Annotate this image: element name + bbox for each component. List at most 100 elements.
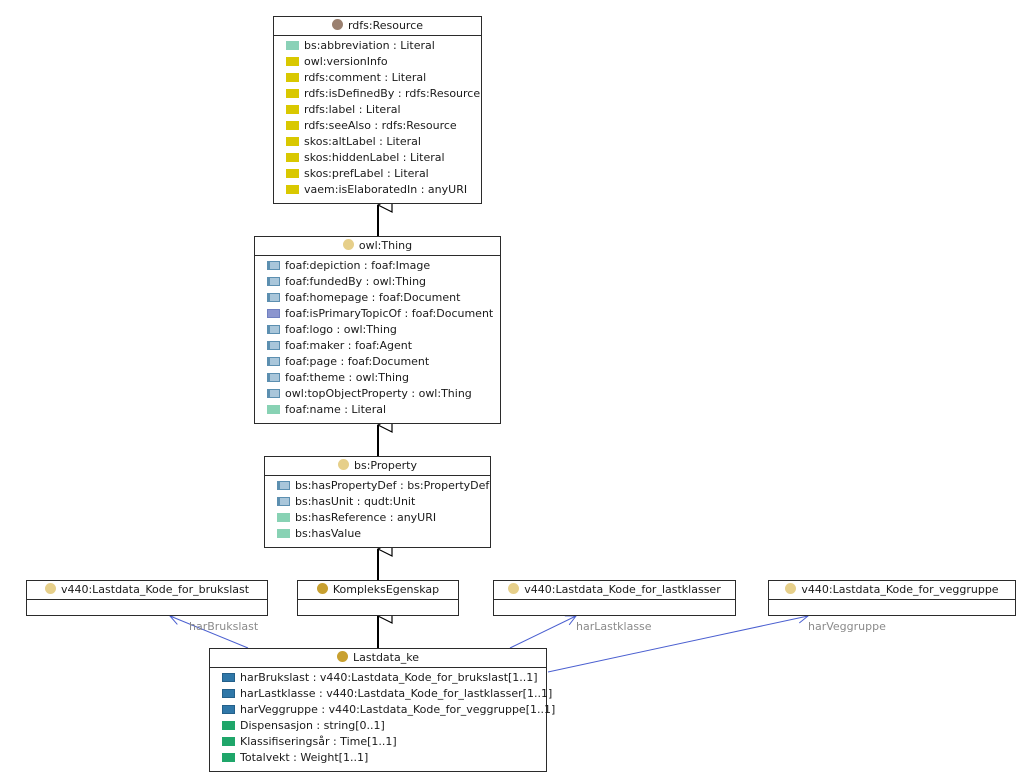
attribute-label: foaf:logo : owl:Thing: [285, 323, 397, 336]
attribute-label: foaf:page : foaf:Document: [285, 355, 430, 368]
assoc-label-brukslast: harBrukslast: [189, 620, 259, 633]
attribute-label: owl:versionInfo: [304, 55, 388, 68]
attribute-row[interactable]: rdfs:comment : Literal: [274, 70, 481, 86]
attribute-row[interactable]: owl:versionInfo: [274, 54, 481, 70]
attribute-row[interactable]: owl:topObjectProperty : owl:Thing: [255, 386, 500, 402]
class-owl-thing[interactable]: owl:Thing foaf:depiction : foaf:Image fo…: [254, 236, 501, 424]
attribute-label: Totalvekt : Weight[1..1]: [240, 751, 369, 764]
class-header: v440:Lastdata_Kode_for_brukslast: [27, 581, 267, 600]
class-header: v440:Lastdata_Kode_for_lastklasser: [494, 581, 735, 600]
attribute-label: bs:hasValue: [295, 527, 362, 540]
attribute-label: bs:hasPropertyDef : bs:PropertyDef: [295, 479, 490, 492]
attribute-row[interactable]: foaf:name : Literal: [255, 402, 500, 418]
attribute-label: owl:topObjectProperty : owl:Thing: [285, 387, 472, 400]
attribute-row[interactable]: vaem:isElaboratedIn : anyURI: [274, 182, 481, 198]
datatype-property-icon: [267, 405, 280, 414]
object-property-icon: [277, 481, 290, 490]
attribute-label: rdfs:label : Literal: [304, 103, 401, 116]
class-kompleks-egenskap[interactable]: KompleksEgenskap: [297, 580, 459, 616]
attribute-label: bs:hasUnit : qudt:Unit: [295, 495, 416, 508]
attribute-row[interactable]: harVeggruppe : v440:Lastdata_Kode_for_ve…: [210, 702, 555, 718]
attribute-row[interactable]: Dispensasjon : string[0..1]: [210, 718, 546, 734]
class-header: Lastdata_ke: [210, 649, 546, 668]
attribute-row[interactable]: Totalvekt : Weight[1..1]: [210, 750, 546, 766]
object-property-icon: [267, 261, 280, 270]
attribute-row[interactable]: foaf:fundedBy : owl:Thing: [255, 274, 500, 290]
attribute-label: foaf:homepage : foaf:Document: [285, 291, 461, 304]
attribute-label: rdfs:seeAlso : rdfs:Resource: [304, 119, 457, 132]
class-kode-lastklasser[interactable]: v440:Lastdata_Kode_for_lastklasser: [493, 580, 736, 616]
object-property-icon: [267, 373, 280, 382]
attribute-label: skos:hiddenLabel : Literal: [304, 151, 445, 164]
annotation-property-icon: [286, 105, 299, 114]
attribute-label: Dispensasjon : string[0..1]: [240, 719, 385, 732]
attribute-label: foaf:maker : foaf:Agent: [285, 339, 413, 352]
attribute-row[interactable]: foaf:maker : foaf:Agent: [255, 338, 500, 354]
class-circle-icon: [337, 651, 349, 662]
attribute-row[interactable]: foaf:isPrimaryTopicOf : foaf:Document: [255, 306, 500, 322]
attribute-row[interactable]: foaf:logo : owl:Thing: [255, 322, 500, 338]
attribute-row[interactable]: bs:hasUnit : qudt:Unit: [265, 494, 490, 510]
class-name: v440:Lastdata_Kode_for_brukslast: [60, 583, 250, 596]
class-bs-property[interactable]: bs:Property bs:hasPropertyDef : bs:Prope…: [264, 456, 491, 548]
attribute-label: harLastklasse : v440:Lastdata_Kode_for_l…: [240, 687, 553, 700]
annotation-property-icon: [286, 153, 299, 162]
annotation-property-icon: [286, 169, 299, 178]
annotation-property-icon: [286, 73, 299, 82]
object-property-icon: [267, 357, 280, 366]
assoc-lastklasse-line: [509, 616, 576, 649]
class-kode-brukslast[interactable]: v440:Lastdata_Kode_for_brukslast: [26, 580, 268, 616]
attribute-row[interactable]: bs:hasReference : anyURI: [265, 510, 490, 526]
class-name: owl:Thing: [358, 239, 413, 252]
class-header: v440:Lastdata_Kode_for_veggruppe: [769, 581, 1015, 600]
annotation-property-icon: [286, 185, 299, 194]
attribute-label: foaf:theme : owl:Thing: [285, 371, 409, 384]
attribute-row[interactable]: bs:hasPropertyDef : bs:PropertyDef: [265, 478, 490, 494]
attribute-row[interactable]: foaf:homepage : foaf:Document: [255, 290, 500, 306]
attribute-row[interactable]: harBrukslast : v440:Lastdata_Kode_for_br…: [210, 670, 546, 686]
annotation-property-icon: [286, 121, 299, 130]
annotation-property-icon: [286, 137, 299, 146]
class-name: v440:Lastdata_Kode_for_lastklasser: [524, 583, 721, 596]
class-name: rdfs:Resource: [347, 19, 424, 32]
attribute-row[interactable]: rdfs:label : Literal: [274, 102, 481, 118]
attribute-label: rdfs:comment : Literal: [304, 71, 427, 84]
attribute-label: bs:hasReference : anyURI: [295, 511, 437, 524]
attribute-row[interactable]: skos:prefLabel : Literal: [274, 166, 481, 182]
class-circle-icon: [316, 583, 328, 594]
attribute-row[interactable]: foaf:depiction : foaf:Image: [255, 258, 500, 274]
attribute-label: foaf:depiction : foaf:Image: [285, 259, 431, 272]
attribute-row[interactable]: rdfs:isDefinedBy : rdfs:Resource: [274, 86, 481, 102]
class-circle-icon: [508, 583, 520, 594]
attribute-row[interactable]: skos:hiddenLabel : Literal: [274, 150, 481, 166]
attribute-label: harBrukslast : v440:Lastdata_Kode_for_br…: [240, 671, 538, 684]
class-header: rdfs:Resource: [274, 17, 481, 36]
class-header: owl:Thing: [255, 237, 500, 256]
attribute-row[interactable]: harLastklasse : v440:Lastdata_Kode_for_l…: [210, 686, 552, 702]
attribute-label: foaf:isPrimaryTopicOf : foaf:Document: [285, 307, 494, 320]
attribute-row[interactable]: skos:altLabel : Literal: [274, 134, 481, 150]
class-header: KompleksEgenskap: [298, 581, 458, 600]
attribute-label: skos:altLabel : Literal: [304, 135, 421, 148]
class-name: v440:Lastdata_Kode_for_veggruppe: [801, 583, 999, 596]
assoc-brukslast-line: [170, 616, 249, 649]
object-property-icon: [267, 277, 280, 286]
attribute-row[interactable]: foaf:page : foaf:Document: [255, 354, 500, 370]
class-circle-icon: [342, 239, 354, 250]
class-name: bs:Property: [354, 459, 417, 472]
class-rdfs-resource[interactable]: rdfs:Resource bs:abbreviation : Literal …: [273, 16, 482, 204]
attribute-row[interactable]: bs:hasValue: [265, 526, 490, 542]
class-lastdata-ke[interactable]: Lastdata_ke harBrukslast : v440:Lastdata…: [209, 648, 555, 772]
assoc-veggruppe-line: [547, 616, 808, 673]
datatype-attribute-icon: [222, 721, 235, 730]
class-kode-veggruppe[interactable]: v440:Lastdata_Kode_for_veggruppe: [768, 580, 1016, 616]
class-name: KompleksEgenskap: [332, 583, 440, 596]
attribute-row[interactable]: Klassifiseringsår : Time[1..1]: [210, 734, 546, 750]
attribute-row[interactable]: foaf:theme : owl:Thing: [255, 370, 500, 386]
attribute-row[interactable]: bs:abbreviation : Literal: [274, 38, 481, 54]
attribute-label: Klassifiseringsår : Time[1..1]: [240, 735, 397, 748]
association-attribute-icon: [222, 673, 235, 682]
attribute-row[interactable]: rdfs:seeAlso : rdfs:Resource: [274, 118, 481, 134]
datatype-attribute-icon: [222, 753, 235, 762]
